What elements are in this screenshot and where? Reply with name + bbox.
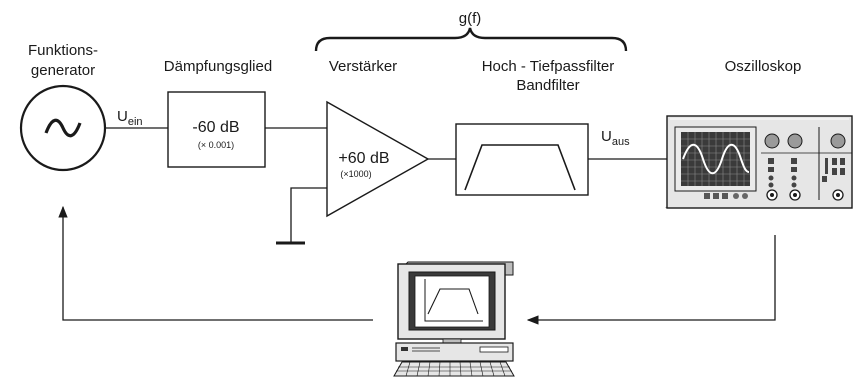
filter-label-1: Hoch - Tiefpassfilter <box>482 58 615 75</box>
oscilloscope-screen <box>681 132 750 186</box>
function-generator-label-1: Funktions- <box>28 42 98 59</box>
curly-brace-icon <box>314 27 628 52</box>
ground-wire <box>290 187 327 242</box>
function-generator-label-2: generator <box>31 62 95 79</box>
filter-box <box>455 123 589 196</box>
attenuator-gain: -60 dB <box>192 119 239 136</box>
knob-icon <box>764 133 780 149</box>
oscilloscope: Oszilloskop <box>665 58 853 209</box>
amplifier-label: Verstärker <box>329 58 397 75</box>
computer-icon <box>393 261 515 377</box>
screen-curve-icon <box>427 288 479 315</box>
group-brace: g(f) <box>314 10 628 52</box>
amplifier-gain: +60 dB <box>338 150 389 167</box>
amplifier-triangle <box>326 100 430 218</box>
waveform-trace-icon <box>682 143 750 175</box>
input-signal-label: Uein <box>117 108 143 128</box>
keyboard <box>393 361 515 377</box>
attenuator-label: Dämpfungsglied <box>164 58 272 75</box>
monitor-screen <box>414 275 490 328</box>
filter-label-2: Bandfilter <box>516 77 579 94</box>
amplifier: Verstärker +60 dB (×1000) <box>276 58 430 245</box>
function-generator: Funktions- generator <box>19 42 107 172</box>
sine-wave-icon <box>44 118 82 138</box>
attenuator: Dämpfungsglied -60 dB (× 0.001) <box>164 58 272 168</box>
attenuator-factor: (× 0.001) <box>198 140 234 150</box>
scope-to-computer-arrow <box>526 235 776 325</box>
filter: Hoch - Tiefpassfilter Bandfilter <box>455 58 615 196</box>
amplifier-factor: (×1000) <box>340 169 371 179</box>
screen-axes-icon <box>424 279 483 322</box>
computer-to-generator-arrow <box>58 205 373 321</box>
bandpass-curve-icon <box>464 144 576 191</box>
output-signal-label: Uaus <box>601 128 630 148</box>
oscilloscope-label: Oszilloskop <box>725 58 802 75</box>
attenuator-box <box>167 91 266 168</box>
transfer-function-label: g(f) <box>459 10 482 27</box>
